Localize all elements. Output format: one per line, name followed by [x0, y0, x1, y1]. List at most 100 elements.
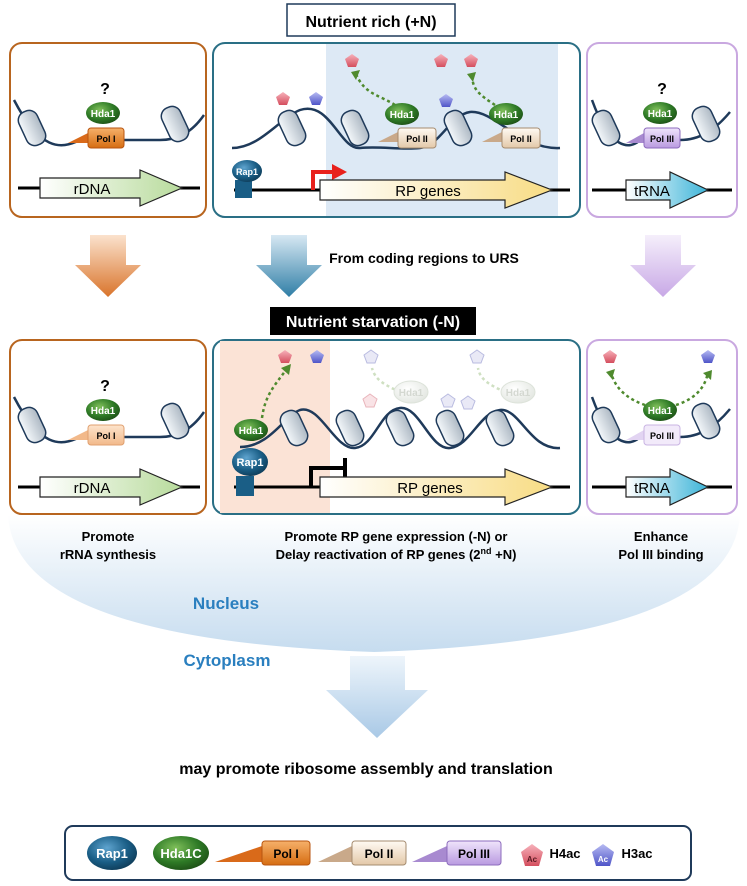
- gene-label-rdna-rich: rDNA: [74, 181, 111, 198]
- legend-pol2-label: Pol II: [365, 847, 394, 861]
- hda1-rp-rich-1: [385, 103, 419, 125]
- h3ac-mark-faded: [440, 393, 456, 408]
- nucleosome-group-trna-starve: [590, 396, 731, 444]
- gene-arrow-rdna-starve: [39, 468, 184, 506]
- gene-arrow-rp-starve: [319, 468, 554, 506]
- h4ac-mark: [278, 350, 292, 363]
- legend-ac-text: Ac: [598, 855, 609, 864]
- h3ac-mark: [310, 350, 324, 363]
- pol1-rdna-rich: [87, 127, 125, 149]
- legend-pol1-label: Pol I: [273, 847, 298, 861]
- legend: Rap1 Hda1C Pol I Pol II Pol III Ac H4ac …: [64, 825, 692, 881]
- gene-arrow-trna-rich: [625, 171, 710, 209]
- hda1-trna-starve: [643, 399, 677, 421]
- nucleus-region: [8, 515, 740, 652]
- h4ac-mark: [464, 54, 478, 67]
- hda1-trna-rich: [643, 102, 677, 124]
- outcome-left-line2: rRNA synthesis: [60, 547, 156, 562]
- pol3-tail: [626, 133, 644, 143]
- title-box-starvation: [270, 307, 476, 335]
- pol3-trna-rich: [643, 127, 681, 149]
- legend-h3ac-icon: [592, 844, 614, 866]
- hda1-label: Hda1: [91, 109, 116, 120]
- h4ac-mark: [345, 54, 359, 67]
- outcome-middle-line2: Delay reactivation of RP genes (2nd +N): [276, 546, 517, 562]
- h3ac-mark-faded: [469, 349, 485, 364]
- pol1-rdna-starve: [87, 424, 125, 446]
- gene-arrow-trna-starve: [625, 468, 710, 506]
- question-mark-rdna-starve: ?: [100, 378, 110, 395]
- pol1-label: Pol I: [96, 134, 115, 144]
- outcome-right-line1: Enhance: [634, 529, 688, 544]
- legend-pol1-tail: [215, 846, 262, 862]
- h3ac-mark-faded: [363, 349, 379, 364]
- pol2-rp-rich-1: [397, 127, 437, 149]
- hda1-label-faded: Hda1: [399, 388, 424, 399]
- h3ac-mark: [701, 350, 715, 363]
- legend-hda1c: [153, 836, 209, 870]
- rap1-rp-rich: [232, 160, 262, 182]
- tss-arrowhead: [332, 164, 347, 180]
- pol3-trna-starve: [643, 424, 681, 446]
- down-arrow-trna: [630, 235, 696, 297]
- h3ac-mark-faded: [460, 395, 476, 410]
- hda1-rdna-starve: [86, 399, 120, 421]
- legend-pol2-tail: [318, 846, 352, 862]
- outcome-middle-line2-post: +N): [492, 547, 517, 562]
- title-starvation: Nutrient starvation (-N): [286, 314, 460, 331]
- release-arrowhead: [281, 364, 291, 375]
- release-arrow: [260, 369, 288, 419]
- pol3-tail: [626, 430, 644, 440]
- legend-rap1: [87, 836, 137, 870]
- pol2-label: Pol II: [406, 134, 428, 144]
- legend-pol1: [261, 840, 311, 866]
- release-arrow: [609, 371, 646, 407]
- legend-pol3-tail: [412, 846, 447, 862]
- legend-hda1c-label: Hda1C: [160, 846, 202, 861]
- arrow-caption: From coding regions to URS: [329, 250, 519, 266]
- release-arrowhead: [351, 70, 360, 80]
- legend-pol2: [351, 840, 407, 866]
- pol3-label: Pol III: [650, 431, 674, 441]
- gene-label-rp-starve: RP genes: [397, 480, 463, 497]
- h4ac-mark-faded: [362, 393, 378, 408]
- pol2-tail: [378, 132, 398, 142]
- legend-h4ac-label: H4ac: [549, 846, 580, 861]
- down-arrow-rdna: [75, 235, 141, 297]
- gene-arrow-rdna-rich: [39, 169, 184, 207]
- pol1-tail: [68, 430, 88, 440]
- hda1-rp-rich-2: [489, 103, 523, 125]
- gene-label-trna-starve: tRNA: [634, 480, 670, 497]
- outcome-right-line2: Pol III binding: [618, 547, 703, 562]
- release-arrow: [354, 73, 396, 107]
- down-arrow-rp: [256, 235, 322, 297]
- gene-arrow-rp-rich: [319, 171, 554, 209]
- legend-ac-text: Ac: [527, 855, 538, 864]
- h4ac-mark: [434, 54, 448, 67]
- gene-label-rdna-starve: rDNA: [74, 480, 111, 497]
- hda1-label: Hda1: [494, 110, 519, 121]
- legend-h3ac-label: H3ac: [621, 846, 652, 861]
- rap1-site-rich: [235, 180, 252, 198]
- outcome-middle-line2-sup: nd: [481, 546, 492, 556]
- h4ac-mark: [276, 92, 290, 105]
- outcome-middle-line1: Promote RP gene expression (-N) or: [285, 529, 508, 544]
- legend-rap1-label: Rap1: [96, 846, 128, 861]
- rap1-label: Rap1: [237, 457, 264, 469]
- pol1-label: Pol I: [96, 431, 115, 441]
- question-mark-rdna-rich: ?: [100, 81, 110, 98]
- hda1-faded: [393, 380, 429, 404]
- nucleus-label: Nucleus: [193, 594, 259, 613]
- pol1-tail: [68, 133, 88, 143]
- rap1-rp-starve: [232, 448, 268, 476]
- h4ac-mark: [603, 350, 617, 363]
- legend-h4ac-icon: [521, 844, 543, 866]
- down-arrow-cytoplasm: [326, 656, 428, 738]
- hda1-rp-starve: [234, 419, 268, 441]
- rap1-site-starve: [236, 476, 254, 496]
- pol3-label: Pol III: [650, 134, 674, 144]
- title-rich: Nutrient rich (+N): [305, 14, 436, 31]
- release-arrowhead: [467, 72, 476, 82]
- pol2-label: Pol II: [510, 134, 532, 144]
- question-mark-trna-rich: ?: [657, 81, 667, 98]
